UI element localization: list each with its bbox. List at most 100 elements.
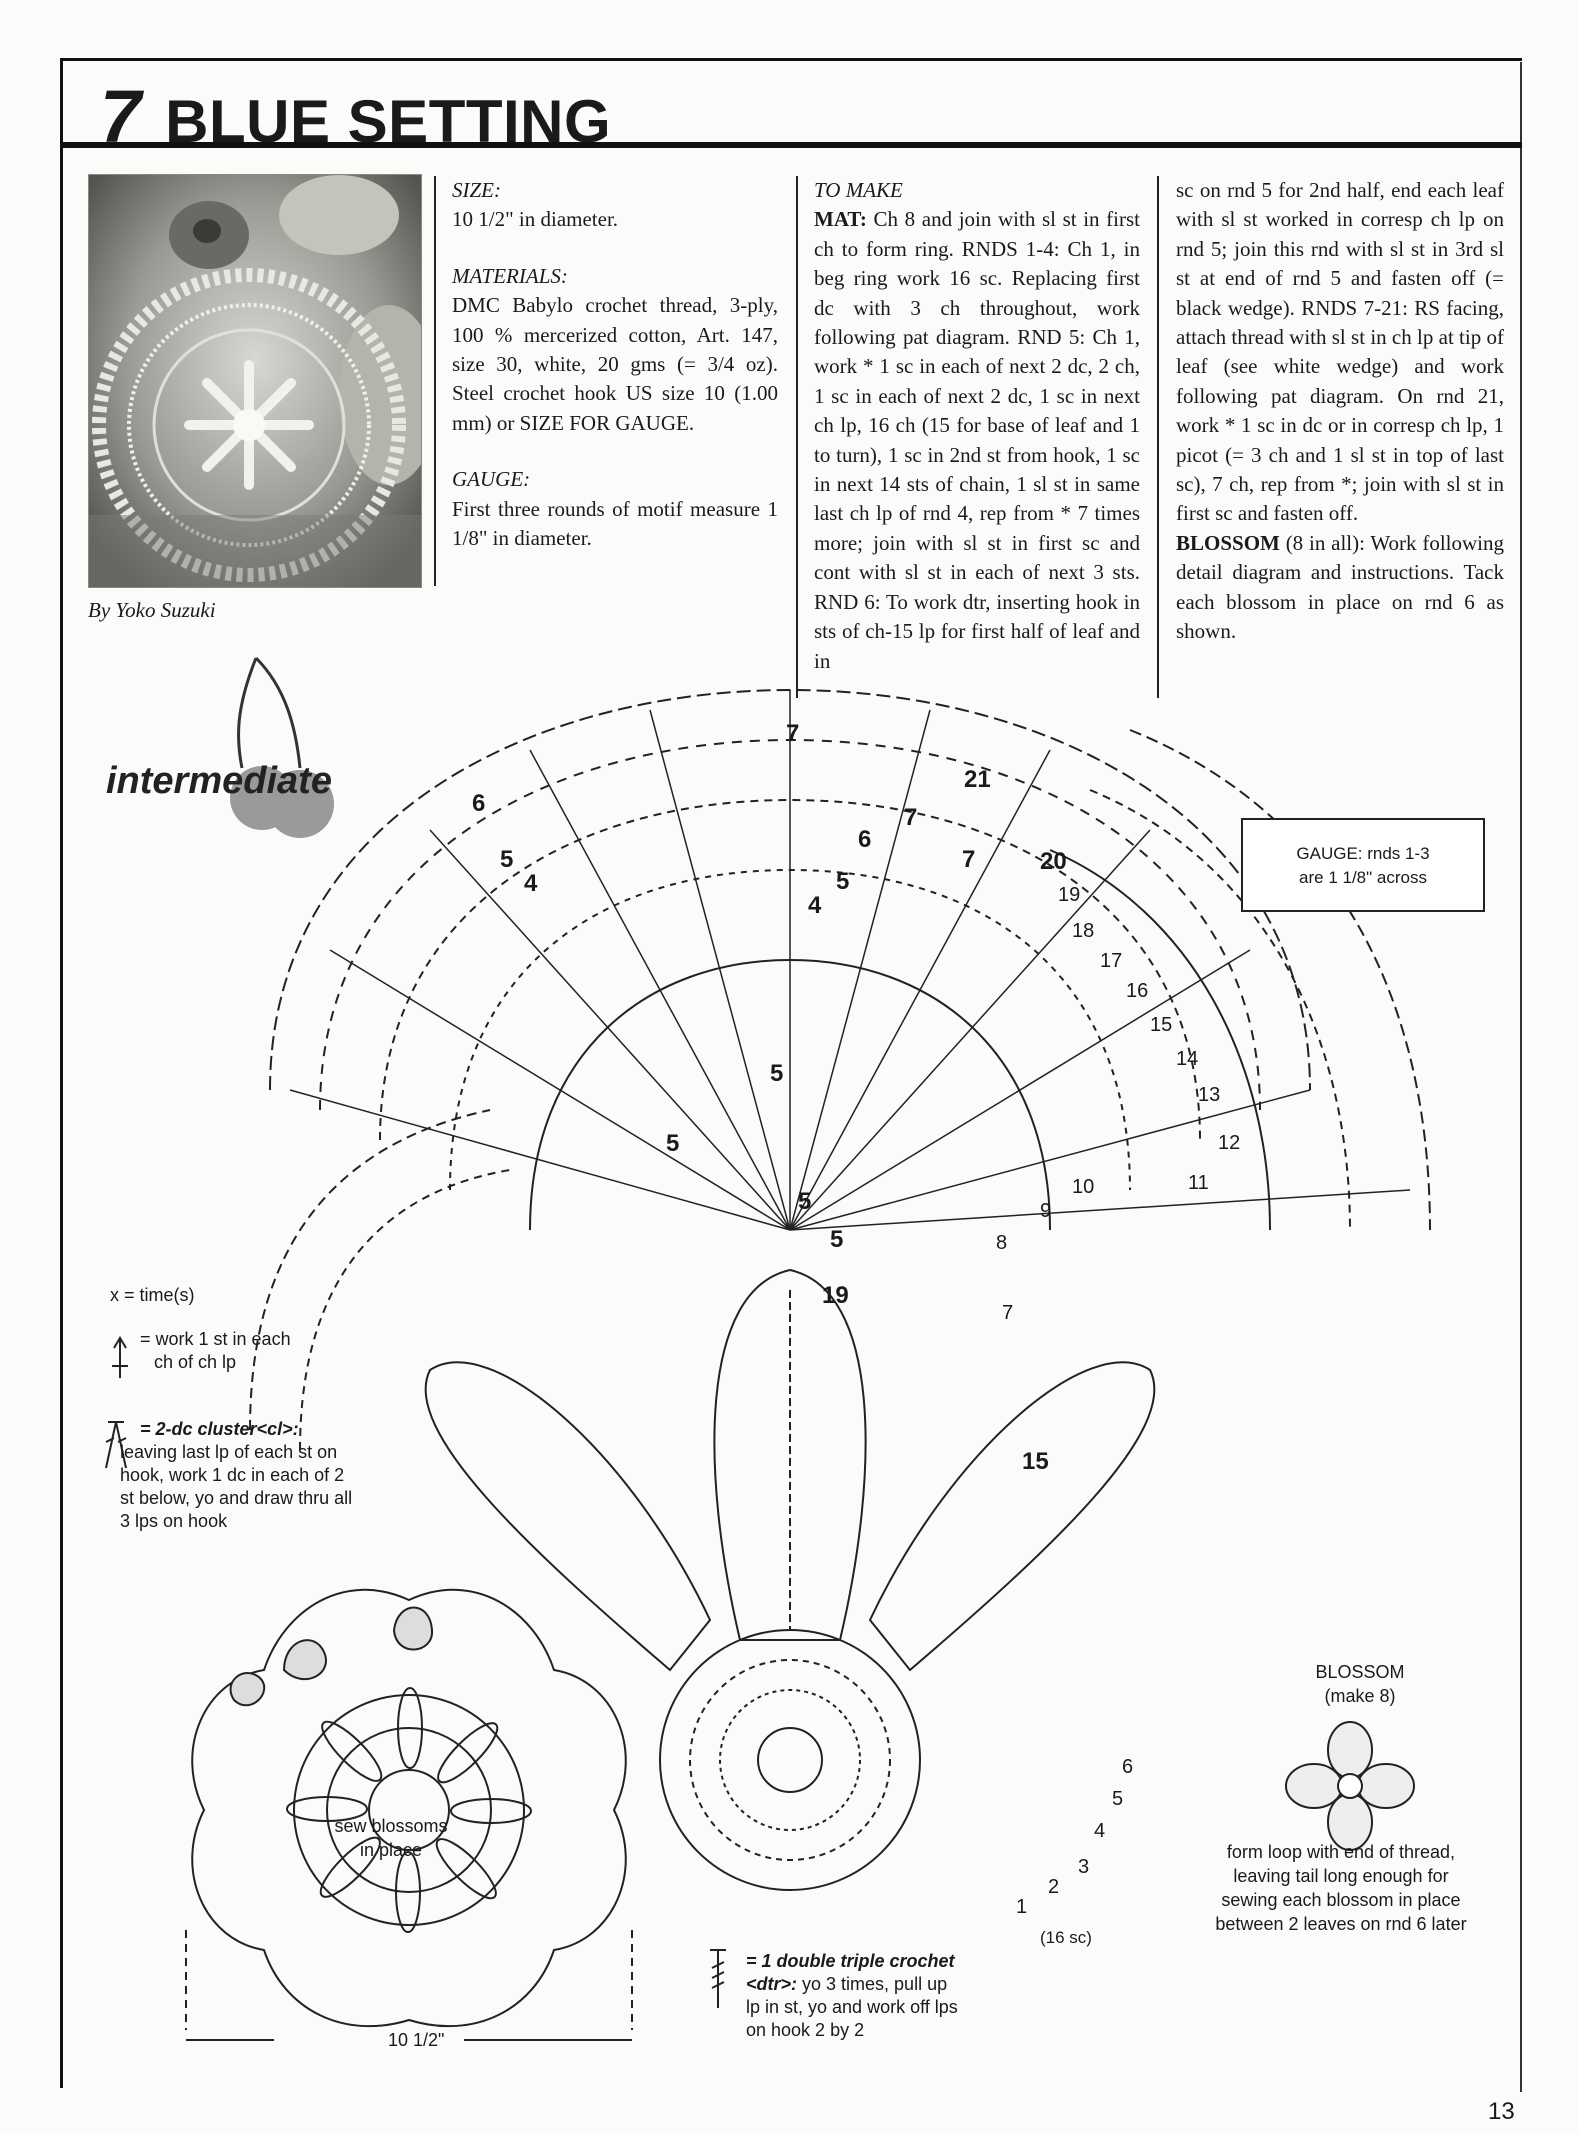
legend-dtr-abbrev: <dtr>: [746,1974,798,1994]
placement-label-line1: sew blossoms [334,1816,448,1836]
legend-work-one-st-line1: = work 1 st in each [140,1329,291,1349]
placement-label: sew blossoms in place [296,1814,486,1862]
centre-label-5: 5 [1112,1788,1124,1810]
blossom-label: BLOSSOM [1176,530,1280,555]
page-title: 7 BLUE SETTING [100,74,611,159]
placement-diagram [185,1588,633,2041]
round-label-6-top: 6 [858,826,872,853]
round-label-7-top-b: 7 [904,804,918,831]
gauge-box-line1: GAUGE: rnds 1-3 [1296,844,1430,863]
round-label-14: 14 [1176,1048,1199,1070]
size-heading: SIZE: [452,178,501,202]
round-label-12: 12 [1218,1132,1241,1154]
round-label-13: 13 [1198,1084,1221,1106]
blossom-detail-title: BLOSSOM [1315,1662,1405,1682]
byline: By Yoko Suzuki [88,598,216,622]
to-make-text: Ch 8 and join with sl st in first ch to … [814,207,1140,673]
column-divider-2 [796,176,798,698]
round-label-16: 16 [1126,980,1149,1002]
centre-label-3: 3 [1078,1856,1090,1878]
dc-cluster-icon [105,1421,127,1469]
legend-dc-cluster-line4: 3 lps on hook [120,1511,228,1531]
legend-work-one-st-line2: ch of ch lp [154,1352,237,1372]
page-number: 13 [1488,2098,1515,2125]
legend-dtr-line3: on hook 2 by 2 [746,2020,865,2040]
page-frame-right [1520,62,1522,2092]
round-label-19-bottom: 19 [822,1282,849,1309]
centre-label-1: 1 [1016,1896,1028,1918]
round-label-18: 18 [1072,920,1095,942]
legend-times: x = time(s) [110,1284,195,1307]
legend-dtr-line1: yo 3 times, pull up [797,1974,948,1994]
round-label-5-c: 5 [798,1188,812,1215]
materials-text: DMC Babylo crochet thread, 3-ply, 100 % … [452,293,778,435]
round-label-7: 7 [1002,1302,1014,1324]
round-label-10: 10 [1072,1176,1095,1198]
round-label-9: 9 [1040,1200,1052,1222]
round-label-8: 8 [996,1232,1008,1254]
round-label-19: 19 [1058,884,1081,906]
round-label-17: 17 [1100,950,1123,972]
blossom-detail-heading: BLOSSOM (make 8) [1280,1660,1440,1708]
gauge-box: GAUGE: rnds 1-3 are 1 1/8" across [1241,818,1485,912]
round-label-7-top-c: 7 [962,846,976,873]
size-text: 10 1/2" in diameter. [452,207,619,232]
centre-label-4: 4 [1094,1820,1106,1842]
to-make-heading: TO MAKE [814,178,903,202]
round-label-5-a: 5 [770,1060,784,1087]
doily-photo [88,174,422,588]
mat-label: MAT: [814,207,867,232]
skill-level-badge [230,656,334,838]
centre-label-6: 6 [1122,1756,1134,1778]
page-frame-left [60,58,63,2088]
legend-dtr-line2: lp in st, yo and work off lps [746,1997,958,2017]
work-one-st-icon [112,1336,128,1378]
round-label-5-d: 5 [830,1226,844,1253]
blossom-text: (8 in all): Work following detail diagra… [1176,530,1504,644]
column-divider-3 [1157,176,1159,698]
blossom-detail-caption-line4: between 2 leaves on rnd 6 later [1215,1914,1467,1934]
legend-work-one-st: = work 1 st in each ch of ch lp [140,1328,291,1374]
gauge-text: First three rounds of motif measure 1 1/… [452,496,778,551]
round-label-20: 20 [1040,848,1067,875]
materials-heading: MATERIALS: [452,263,568,288]
legend-dc-cluster-line2: hook, work 1 dc in each of 2 [120,1465,345,1485]
round-label-6-left: 6 [472,790,486,817]
legend-dc-cluster-title: = 2-dc cluster<cl>: [140,1419,299,1439]
round-label-7-top: 7 [786,720,800,747]
continued-text: sc on rnd 5 for 2nd half, end each leaf … [1176,178,1504,526]
column-continued: sc on rnd 5 for 2nd half, end each leaf … [1176,176,1504,647]
round-label-15-leaf: 15 [1022,1448,1049,1475]
centre-label-2: 2 [1048,1876,1060,1898]
blossom-detail-caption: form loop with end of thread, leaving ta… [1196,1840,1486,1936]
column-size-materials: SIZE: 10 1/2" in diameter. MATERIALS: DM… [452,176,778,553]
round-label-15: 15 [1150,1014,1173,1036]
column-divider-1 [434,176,436,586]
dtr-icon [710,1949,726,2008]
crochet-chart-diagram [249,688,1431,1891]
pattern-title: BLUE SETTING [165,88,612,155]
round-label-11: 11 [1188,1172,1209,1194]
title-rule [60,142,1522,148]
round-label-5-top: 5 [836,868,850,895]
round-label-5-left: 5 [500,846,514,873]
round-label-5-b: 5 [666,1130,680,1157]
blossom-detail-caption-line2: leaving tail long enough for [1233,1866,1449,1886]
centre-label-16sc: (16 sc) [1040,1928,1092,1947]
round-label-4-top: 4 [808,892,822,919]
column-to-make: TO MAKE MAT: Ch 8 and join with sl st in… [814,176,1140,676]
round-label-21: 21 [964,766,991,793]
blossom-detail-caption-line3: sewing each blossom in place [1221,1890,1461,1910]
legend-dc-cluster-line1: leaving last lp of each st on [120,1442,338,1462]
page-frame-top [60,58,1522,61]
blossom-detail-icon [1285,1721,1415,1851]
placement-label-line2: in place [359,1840,423,1860]
diameter-dimension: 10 1/2" [388,2030,445,2050]
round-label-4-left: 4 [524,870,538,897]
gauge-box-line2: are 1 1/8" across [1299,868,1427,887]
legend-dtr-title: = 1 double triple crochet [746,1951,955,1971]
gauge-heading: GAUGE: [452,467,531,492]
pattern-number: 7 [100,75,141,158]
legend-dc-cluster: = 2-dc cluster<cl>: leaving last lp of e… [120,1418,352,1533]
legend-dtr: = 1 double triple crochet <dtr>: yo 3 ti… [746,1950,1046,2042]
